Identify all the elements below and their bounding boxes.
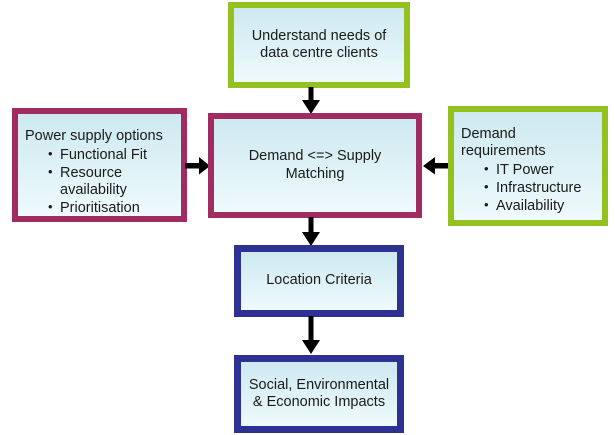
list-item: Availability bbox=[484, 197, 602, 215]
node-demand-supply-matching-label: Demand <=> Supply Matching bbox=[248, 148, 382, 182]
node-power-supply-options-heading: Power supply options bbox=[25, 128, 163, 144]
node-understand-needs-label: Understand needs of data centre clients bbox=[251, 27, 387, 61]
arrow-right-power-supply-to-matching bbox=[185, 155, 211, 177]
node-demand-requirements[interactable]: Demand requirements IT Power Infrastruct… bbox=[448, 106, 608, 226]
node-power-supply-options-list: Functional Fit Resource availability Pri… bbox=[18, 146, 181, 218]
node-understand-needs[interactable]: Understand needs of data centre clients bbox=[228, 2, 410, 88]
list-item: Infrastructure bbox=[484, 179, 602, 197]
node-social-environmental-economic-impacts[interactable]: Social, Environmental & Economic Impacts bbox=[234, 355, 404, 433]
list-item: Functional Fit bbox=[48, 146, 181, 164]
node-demand-supply-matching[interactable]: Demand <=> Supply Matching bbox=[208, 113, 422, 218]
list-item: Resource availability bbox=[48, 164, 181, 199]
node-demand-requirements-list: IT Power Infrastructure Availability bbox=[454, 161, 602, 216]
arrow-down-matching-to-location bbox=[300, 217, 322, 247]
list-item: Prioritisation bbox=[48, 199, 181, 217]
node-social-environmental-economic-impacts-label: Social, Environmental & Economic Impacts bbox=[248, 376, 390, 410]
node-power-supply-options[interactable]: Power supply options Functional Fit Reso… bbox=[12, 108, 187, 222]
node-demand-requirements-heading: Demand requirements bbox=[461, 126, 546, 160]
arrow-left-demand-requirements-to-matching bbox=[420, 155, 450, 177]
arrow-down-understand-to-matching bbox=[300, 87, 322, 115]
arrow-down-location-to-impacts bbox=[300, 316, 322, 356]
node-location-criteria-label: Location Criteria bbox=[266, 272, 372, 289]
list-item: IT Power bbox=[484, 161, 602, 179]
node-location-criteria[interactable]: Location Criteria bbox=[234, 245, 404, 317]
